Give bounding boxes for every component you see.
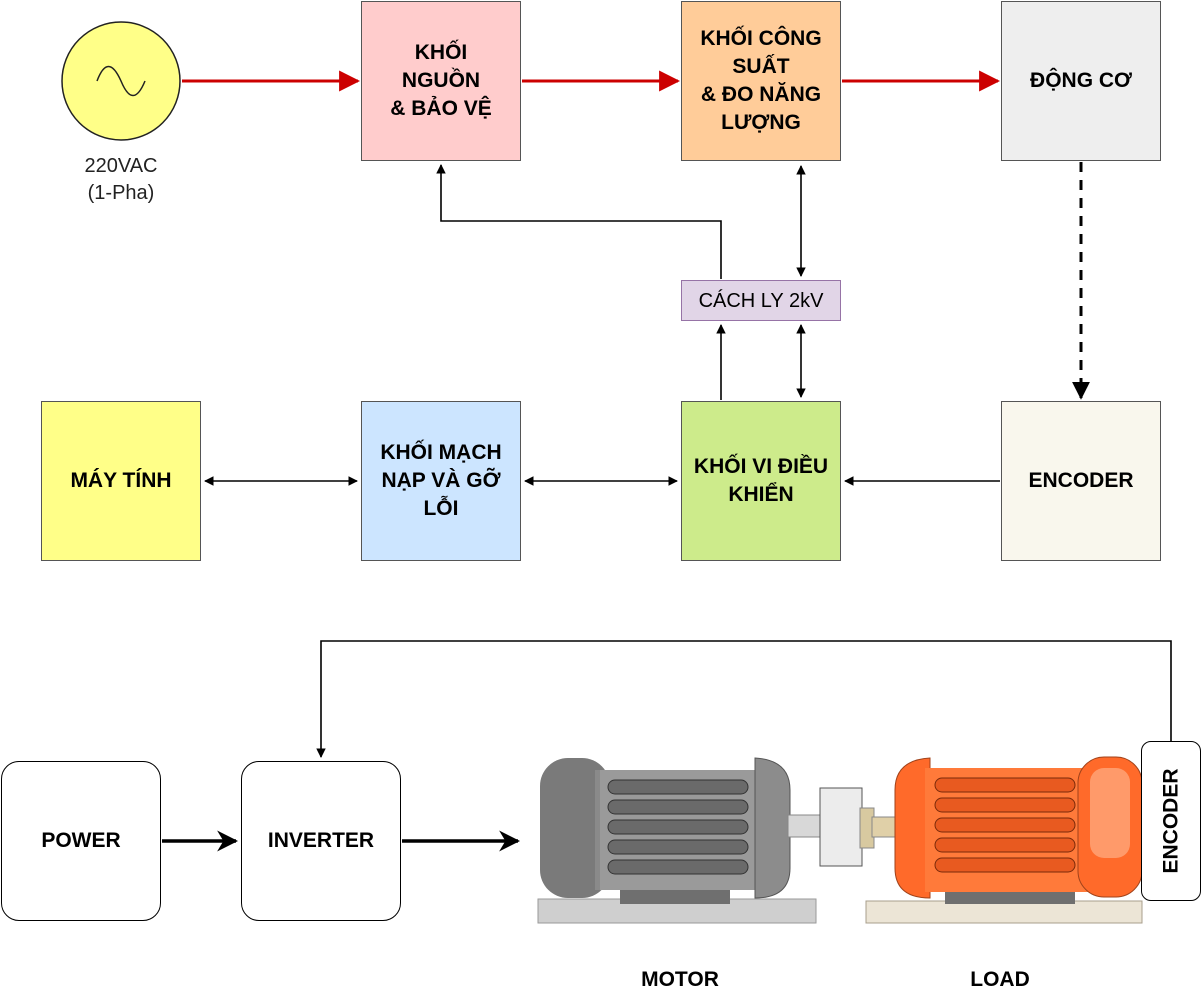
block-encoder: ENCODER: [1001, 401, 1161, 561]
load-image: [865, 756, 1143, 924]
ac-source: [61, 21, 181, 141]
encoder-box: ENCODER: [1141, 741, 1201, 901]
block-power-measurement: KHỐI CÔNG SUẤT & ĐO NĂNG LƯỢNG: [681, 1, 841, 161]
inverter-box: INVERTER: [241, 761, 401, 921]
encoder-vertical-label: ENCODER: [1159, 768, 1183, 874]
arrow-isolation-to-power: [436, 164, 722, 279]
block-power-protection: KHỐI NGUỒN & BẢO VỆ: [361, 1, 521, 161]
load-label: LOAD: [970, 968, 1030, 991]
block-motor: ĐỘNG CƠ: [1001, 1, 1161, 161]
source-label: 220VAC (1-Pha): [84, 155, 158, 204]
block-programmer: KHỐI MẠCH NẠP VÀ GỠ LỖI: [361, 401, 521, 561]
motor-image: [537, 757, 899, 924]
block-microcontroller: KHỐI VI ĐIỀU KHIỂN: [681, 401, 841, 561]
power-box: POWER: [1, 761, 161, 921]
motor-label: MOTOR: [641, 968, 719, 991]
block-isolation: CÁCH LY 2kV: [681, 280, 841, 321]
block-computer: MÁY TÍNH: [41, 401, 201, 561]
ac-sine-icon: [96, 65, 146, 97]
feedback-line: [316, 640, 1172, 758]
